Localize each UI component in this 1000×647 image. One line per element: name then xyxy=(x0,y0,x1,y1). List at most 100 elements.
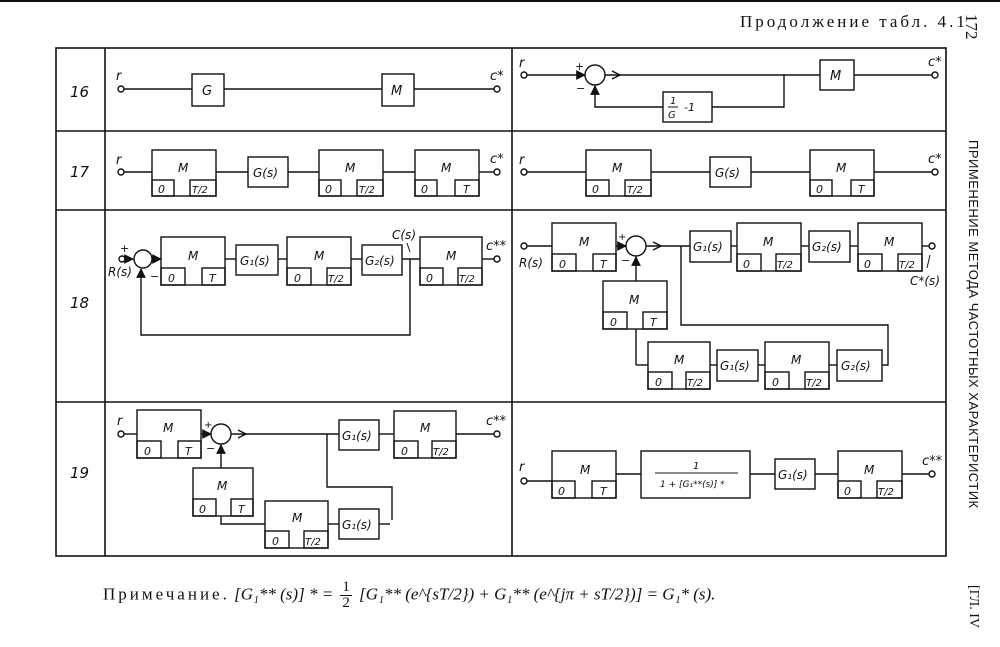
block-label: M xyxy=(884,235,895,249)
note-lhs: [G₁** (s)] * = xyxy=(234,584,338,604)
block-label: G₁(s) xyxy=(240,254,270,268)
block-label: G₁(s) xyxy=(342,518,372,532)
plus-sign: + xyxy=(120,242,129,255)
input-label: R(s) xyxy=(108,265,132,279)
block-label: T xyxy=(600,485,608,498)
table-border xyxy=(55,47,947,557)
sampler-hold-block: M 0 T xyxy=(136,409,202,459)
block-label: 0 xyxy=(743,258,750,271)
block-label: M xyxy=(763,235,774,249)
block-label: G₂(s) xyxy=(812,240,842,254)
block-label: M xyxy=(188,249,199,263)
output-terminal xyxy=(931,71,939,79)
note-lead: Примечание. xyxy=(103,584,230,604)
input-terminal xyxy=(520,71,528,79)
block-label: 0 xyxy=(272,535,279,548)
diagram-19-left: r M 0 T + − G₁(s) M 0 T/2 c** xyxy=(117,409,507,549)
diagram-16-left: r G M c* xyxy=(116,69,504,107)
block-label: T xyxy=(650,316,658,329)
block-label: M xyxy=(178,161,189,175)
row-number: 18 xyxy=(70,294,89,312)
row-number: 17 xyxy=(70,163,90,181)
feedback-path xyxy=(326,434,393,520)
block-label: G₁(s) xyxy=(720,359,750,373)
block-label: 0 xyxy=(844,485,851,498)
block-label: T xyxy=(238,503,246,516)
minus-sign: − xyxy=(206,442,215,455)
output-label: c** xyxy=(486,414,507,429)
output-label: c* xyxy=(490,69,504,84)
block-label: 1 xyxy=(670,96,676,107)
sampler-hold-block: M 0 T xyxy=(414,149,480,197)
block-label: 0 xyxy=(558,485,565,498)
block-label: G(s) xyxy=(715,166,740,180)
block-label: T/2 xyxy=(687,378,703,389)
block-closed-loop-fraction xyxy=(640,450,751,499)
block-G xyxy=(191,73,225,107)
block-label: M xyxy=(163,421,174,435)
block-label: M xyxy=(836,161,847,175)
block-label: 0 xyxy=(168,272,175,285)
output-label: c* xyxy=(928,55,942,70)
sampler-hold-block: M 0 T/2 xyxy=(764,341,830,390)
block-label: M xyxy=(391,84,402,99)
sampler-hold-block: M 0 T xyxy=(192,467,254,517)
output-label: c* xyxy=(928,152,942,167)
input-terminal xyxy=(117,85,125,93)
sampler-hold-block: M 0 T xyxy=(602,280,668,330)
minus-sign: − xyxy=(621,254,630,267)
input-label: r xyxy=(519,460,526,475)
sampler-hold-block: M 0 T/2 xyxy=(286,236,352,286)
block-label: G₂(s) xyxy=(841,359,871,373)
block-label: 0 xyxy=(294,272,301,285)
diagram-18-right: R(s) M 0 T + − G₁(s) M 0 T/2 G₂(s) xyxy=(519,222,940,390)
note-rhs: [G₁** (e^{sT/2}) + G₁** (e^{jπ + sT/2})]… xyxy=(359,584,716,604)
sampler-hold-block: M 0 T/2 xyxy=(585,149,652,197)
block-label: M xyxy=(217,479,228,493)
block-label: T xyxy=(185,445,193,458)
block-label: 0 xyxy=(421,183,428,196)
sampler-hold-block: M 0 T xyxy=(551,450,617,499)
block-label: G xyxy=(668,110,676,121)
block-G1s xyxy=(338,419,380,451)
block-label: M xyxy=(791,353,802,367)
diagram-19-right: r M 0 T 1 1 + [G₁**(s)] * G₁(s) M 0 T/2 … xyxy=(519,450,943,499)
sampler-hold-block: M 0 T/2 xyxy=(419,236,483,286)
footnote: Примечание. [G₁** (s)] * = 1 2 [G₁** (e^… xyxy=(103,580,715,611)
minus-sign: − xyxy=(150,270,159,283)
block-label: G₂(s) xyxy=(365,254,395,268)
block-label: M xyxy=(864,463,875,477)
diagram-17-right: r M 0 T/2 G(s) M 0 T c* xyxy=(519,149,942,197)
block-label: G₁(s) xyxy=(342,429,372,443)
diagram-16-right: r + − M c* 1 G -1 xyxy=(519,55,942,123)
plus-sign: + xyxy=(575,60,584,73)
sampler-hold-block: M 0 T xyxy=(809,149,875,197)
summing-junction xyxy=(210,423,232,445)
output-label: C*(s) xyxy=(910,274,940,288)
summing-junction xyxy=(133,249,153,269)
block-label: T/2 xyxy=(878,487,894,498)
input-label: r xyxy=(519,153,526,168)
block-label: T/2 xyxy=(627,185,643,196)
block-label: T/2 xyxy=(459,274,475,285)
row-number: 19 xyxy=(70,464,89,482)
output-label: c** xyxy=(922,454,943,469)
block-label: 0 xyxy=(158,183,165,196)
block-label: 0 xyxy=(772,376,779,389)
row-number: 16 xyxy=(70,83,89,101)
block-label: 1 xyxy=(693,461,699,472)
sampler-hold-block: M 0 T xyxy=(160,236,226,286)
block-label: M xyxy=(420,421,431,435)
block-label: -1 xyxy=(684,101,695,114)
block-label: T xyxy=(463,183,471,196)
sampler-hold-block: M 0 T xyxy=(551,222,617,272)
input-label: r xyxy=(519,56,526,71)
summing-junction xyxy=(584,64,606,86)
block-label: T xyxy=(600,258,608,271)
block-label: 0 xyxy=(401,445,408,458)
block-label: 0 xyxy=(610,316,617,329)
block-label: T/2 xyxy=(899,260,915,271)
block-label: M xyxy=(292,511,303,525)
block-label: G₁(s) xyxy=(693,240,723,254)
feedback-path xyxy=(680,246,889,366)
